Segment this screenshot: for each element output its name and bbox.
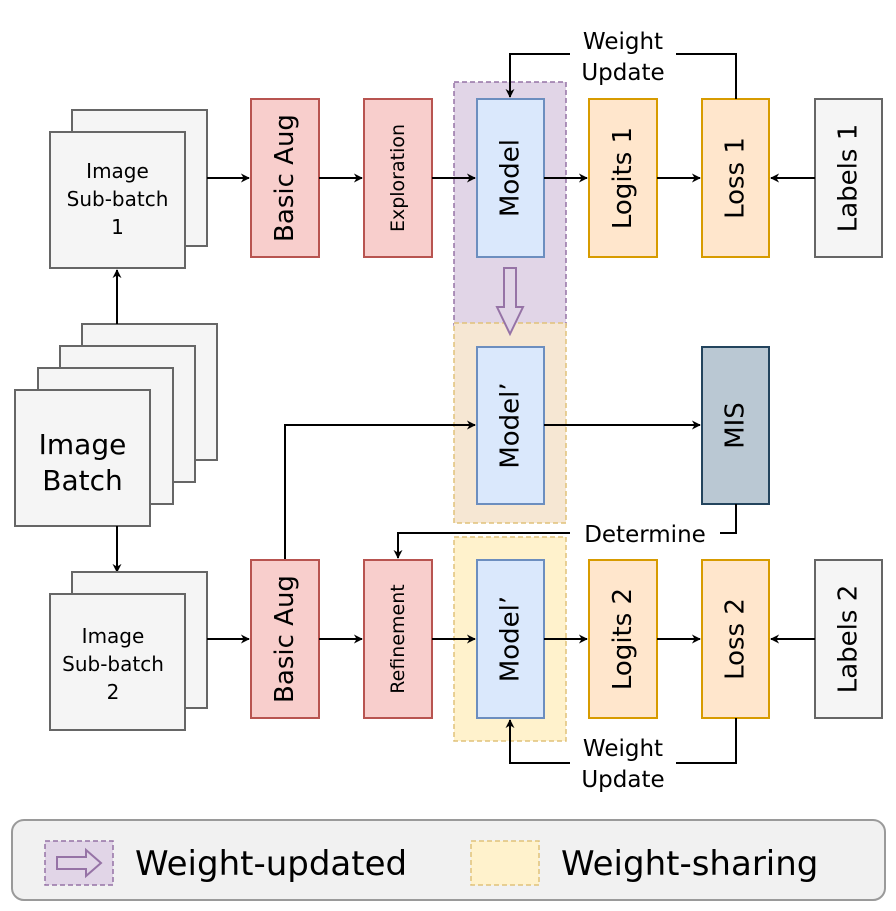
weight-update-bottom-label-bg (570, 732, 676, 794)
sub-batch-2-line-1: Image (82, 624, 145, 648)
weight-update-bottom-line-2: Update (581, 767, 664, 793)
legend-weight-updated-label: Weight-updated (135, 844, 407, 884)
model-label: Model (496, 139, 526, 217)
sub-batch-1-line-3: 1 (111, 215, 124, 239)
weight-update-top-label-bg (570, 25, 676, 87)
loss-2-label: Loss 2 (721, 598, 751, 680)
loss-1-label: Loss 1 (721, 137, 751, 219)
sub-batch-1-line-2: Sub-batch (67, 187, 169, 211)
arrow-aug-bottom-to-model-prime (284, 420, 476, 560)
exploration-box (363, 98, 433, 258)
model-prime-middle-box (476, 346, 545, 505)
sub-batch-2-line-3: 2 (107, 680, 120, 704)
image-batch-line-2: Batch (42, 464, 123, 497)
loss-1-box (701, 98, 770, 258)
sub-batch-1-box (49, 131, 186, 269)
logits-2-box (588, 559, 658, 719)
logits-2-label: Logits 2 (608, 588, 638, 690)
model-prime-bottom-label: Model’ (496, 596, 526, 682)
image-batch-line-1: Image (39, 428, 127, 461)
labels-1-label: Labels 1 (834, 124, 864, 233)
copy-weights-arrow (495, 267, 525, 337)
model-prime-bottom-box (476, 559, 545, 719)
labels-2-box (814, 559, 883, 719)
legend-box (11, 819, 886, 901)
labels-2-label: Labels 2 (834, 585, 864, 694)
weight-update-top-line-2: Update (581, 60, 664, 86)
weight-update-bottom-line-1: Weight (583, 736, 663, 762)
weight-update-top-line-1: Weight (583, 29, 663, 55)
legend-hollow-arrow-icon (56, 847, 103, 879)
mis-box (701, 346, 770, 505)
sub-batch-1-line-1: Image (86, 159, 149, 183)
arrow-determine (393, 504, 737, 559)
legend-weight-sharing-label: Weight-sharing (561, 844, 818, 884)
legend-weight-sharing-swatch (470, 840, 540, 886)
determine-label: Determine (584, 522, 706, 548)
sub-batch-2-box (49, 593, 186, 731)
image-batch-box (14, 389, 151, 527)
basic-aug-bottom-label: Basic Aug (270, 575, 300, 703)
sub-batch-2-line-2: Sub-batch (62, 652, 164, 676)
refinement-label: Refinement (387, 584, 409, 693)
determine-label-bg (570, 518, 720, 548)
basic-aug-top-label: Basic Aug (270, 114, 300, 242)
labels-1-box (814, 98, 883, 258)
logits-1-label: Logits 1 (608, 127, 638, 229)
exploration-label: Exploration (387, 124, 409, 232)
mis-label: MIS (721, 402, 751, 449)
model-prime-middle-label: Model’ (496, 382, 526, 468)
